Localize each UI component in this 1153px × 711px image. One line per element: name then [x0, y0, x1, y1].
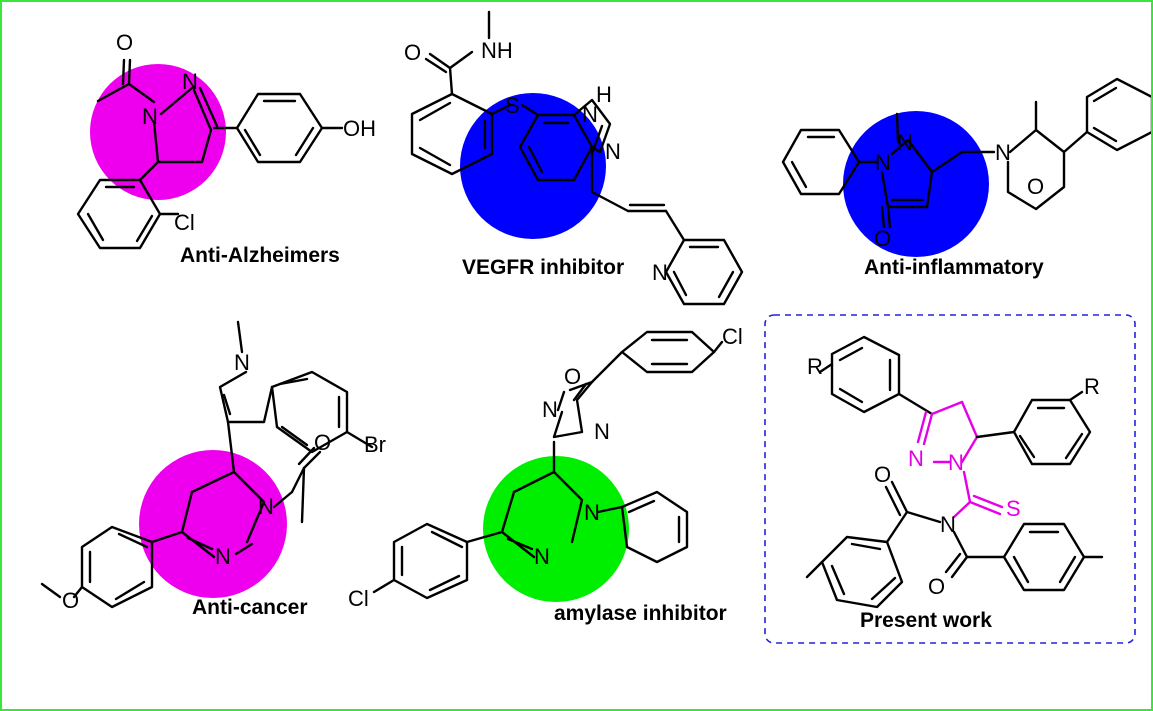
atom-n: N — [875, 150, 891, 175]
caption-anti-inflammatory: Anti-inflammatory — [864, 256, 1044, 279]
highlight-cancer — [139, 450, 287, 598]
molecule-anti-cancer: N Br N N O O — [40, 320, 386, 613]
caption-vegfr-inhibitor: VEGFR inhibitor — [462, 256, 624, 279]
molecule-vegfr-inhibitor: NH O S H N N N — [404, 10, 744, 306]
highlight-inflam — [843, 111, 989, 257]
atom-o: O — [874, 226, 891, 251]
atom-cl: Cl — [348, 586, 369, 611]
present-work-box — [764, 314, 1136, 644]
atom-o: O — [1027, 174, 1044, 199]
atom-s: S — [1006, 496, 1021, 521]
atom-n: N — [594, 419, 610, 444]
highlight-alz — [90, 64, 226, 200]
atom-nh: NH — [481, 38, 513, 63]
caption-anti-cancer: Anti-cancer — [192, 596, 308, 619]
atom-r: R — [807, 354, 823, 379]
atom-cl: Cl — [174, 210, 195, 235]
atom-n: N — [542, 397, 558, 422]
atom-n: N — [940, 512, 956, 537]
atom-o: O — [564, 364, 581, 389]
atom-n: N — [908, 446, 924, 471]
atom-n: N — [652, 260, 668, 285]
molecule-amylase-inhibitor: Cl O N N N N Cl — [348, 324, 743, 611]
atom-r: R — [1084, 374, 1100, 399]
caption-amylase-inhibitor: amylase inhibitor — [554, 602, 727, 625]
atom-n: N — [605, 139, 621, 164]
atom-n: N — [142, 104, 158, 129]
atom-n: N — [948, 450, 964, 475]
atom-o: O — [314, 430, 331, 455]
atom-s: S — [505, 93, 520, 118]
caption-present-work: Present work — [860, 609, 992, 632]
atom-o: O — [116, 30, 133, 55]
atom-o: O — [404, 40, 421, 65]
highlight-amylase — [483, 456, 629, 602]
atom-n: N — [215, 544, 231, 569]
atom-br: Br — [364, 432, 386, 457]
atom-o: O — [928, 574, 945, 599]
caption-anti-alzheimers: Anti-Alzheimers — [180, 244, 340, 267]
highlight-vegfr — [460, 93, 606, 239]
atom-n: N — [258, 494, 274, 519]
atom-n: N — [182, 69, 198, 94]
atom-n: N — [534, 544, 550, 569]
molecule-anti-inflammatory: N N O N O — [781, 77, 1151, 251]
atom-n: N — [897, 130, 913, 155]
molecule-anti-alzheimers: O N N OH Cl — [76, 30, 376, 250]
molecule-present-work: R R N N S N O O — [805, 335, 1104, 609]
atom-n: N — [995, 140, 1011, 165]
atom-cl: Cl — [722, 324, 743, 349]
atom-h: H — [596, 82, 612, 107]
atom-oh: OH — [343, 116, 376, 141]
atom-n: N — [582, 102, 598, 127]
atom-o: O — [874, 462, 891, 487]
atom-o: O — [62, 588, 79, 613]
atom-n: N — [234, 350, 250, 375]
atom-n: N — [584, 500, 600, 525]
